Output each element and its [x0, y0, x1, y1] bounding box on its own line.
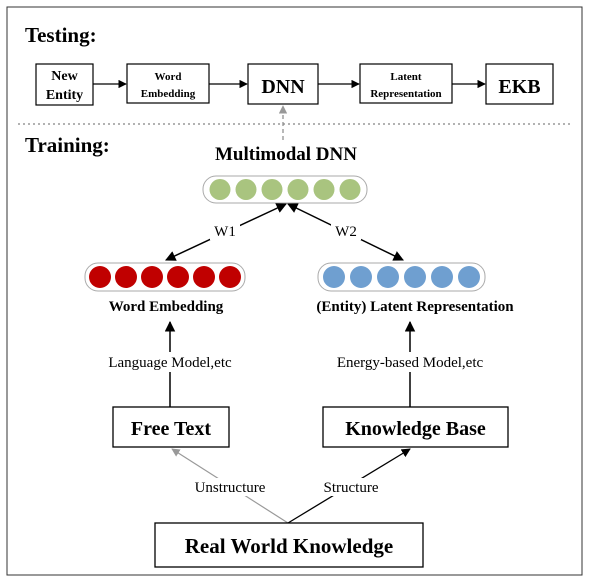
latent-representation-box [359, 63, 453, 104]
training-heading: Training: [25, 133, 110, 157]
word-embedding-node [115, 266, 137, 288]
word-embedding-node [167, 266, 189, 288]
structure-label: Structure [324, 480, 379, 496]
multimodal-node [209, 179, 231, 200]
testing-pipeline: New Entity Word Embedding DNN Latent Rep… [35, 63, 554, 106]
latent-node [350, 266, 372, 288]
free-text-label: Free Text [131, 418, 212, 440]
structure-label-bg [315, 478, 387, 496]
energy-model-label: Energy-based Model,etc [337, 355, 484, 371]
word-embedding-node [89, 266, 111, 288]
knowledge-base-box [322, 406, 509, 448]
w2-label: W2 [335, 224, 357, 240]
dnn-box-label: DNN [261, 76, 305, 98]
w2-label-bg [331, 222, 361, 240]
word-embedding-nodes [89, 266, 241, 288]
testing-heading: Testing: [25, 23, 97, 47]
multimodal-node [313, 179, 335, 200]
w1-label-bg [210, 222, 240, 240]
ekb-box [485, 63, 554, 105]
dnn-box [247, 63, 319, 105]
unstructure-label: Unstructure [195, 480, 266, 496]
multimodal-node [287, 179, 309, 200]
word-embedding-node [193, 266, 215, 288]
latent-representation-label: (Entity) Latent Representation [316, 299, 514, 315]
new-entity-label-line2: Entity [46, 88, 83, 103]
multimodal-node [235, 179, 257, 200]
new-entity-label-line1: New [51, 69, 78, 84]
unstructure-label-bg [183, 478, 277, 496]
real-world-knowledge-label: Real World Knowledge [185, 534, 393, 558]
language-model-label-bg [92, 352, 248, 372]
latent-node [431, 266, 453, 288]
word-embedding-node [219, 266, 241, 288]
ekb-box-label: EKB [498, 76, 540, 98]
multimodal-dnn-title: Multimodal DNN [215, 144, 357, 165]
new-entity-box [35, 63, 94, 106]
multimodal-node [261, 179, 283, 200]
latent-representation-nodes [323, 266, 480, 288]
real-world-knowledge-box [154, 522, 424, 568]
latent-node [323, 266, 345, 288]
word-embedding-box-line1: Word [155, 71, 182, 83]
latent-box-line1: Latent [390, 71, 422, 83]
latent-node [377, 266, 399, 288]
latent-node [404, 266, 426, 288]
free-text-box [112, 406, 230, 448]
language-model-label: Language Model,etc [108, 355, 232, 371]
energy-model-label-bg [322, 352, 498, 372]
latent-node [458, 266, 480, 288]
multimodal-node [339, 179, 361, 200]
word-embedding-label: Word Embedding [109, 299, 224, 315]
word-embedding-node [141, 266, 163, 288]
w1-label: W1 [214, 224, 236, 240]
multimodal-nodes [209, 179, 361, 200]
latent-box-line2: Representation [370, 88, 441, 100]
knowledge-base-label: Knowledge Base [345, 418, 486, 440]
word-embedding-box-line2: Embedding [141, 88, 196, 100]
